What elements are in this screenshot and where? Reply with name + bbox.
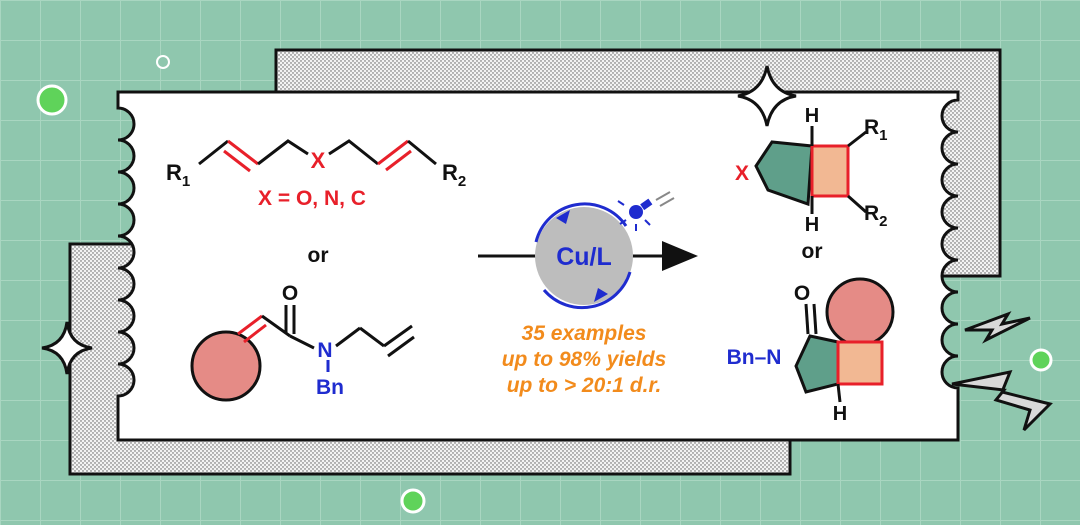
lactam-product	[794, 277, 895, 403]
or-label-right: or	[802, 240, 823, 263]
cycle-arrowhead	[594, 288, 608, 302]
product-r1: R1	[864, 116, 888, 144]
cycle-arrowhead	[556, 210, 570, 224]
substituent-r2: R2	[442, 160, 466, 190]
acrylamide-substrate	[190, 305, 415, 402]
sparkle-icon	[41, 321, 93, 375]
green-dot	[36, 84, 68, 116]
conditions-examples: 35 examples	[522, 322, 647, 345]
diene-substrate	[198, 139, 437, 173]
lightning-bolt-icon	[964, 311, 1031, 344]
sparkle-icon	[737, 65, 797, 127]
conditions-yields: up to 98% yields	[502, 348, 667, 371]
catalyst-label: Cu/L	[556, 243, 612, 271]
product-r2: R2	[864, 202, 888, 230]
substituent-r1: R1	[166, 160, 190, 190]
green-dot	[1029, 348, 1053, 372]
cycle-arc-top	[534, 202, 628, 243]
bridgehead-h-bottom: H	[805, 214, 819, 236]
green-dot	[400, 488, 426, 514]
lightning-bolt-icon	[951, 369, 1053, 432]
lactam-benzyl-nitrogen: Bn–N	[727, 346, 782, 369]
lactam-oxygen: O	[794, 282, 810, 305]
carbonyl-oxygen: O	[282, 282, 298, 305]
benzyl-group: Bn	[316, 376, 344, 399]
heteroatom-x: X	[311, 148, 326, 173]
conditions-dr: up to > 20:1 d.r.	[507, 374, 662, 397]
x-definition: X = O, N, C	[258, 187, 366, 210]
amide-nitrogen: N	[317, 339, 332, 362]
catalyst-circle	[535, 207, 633, 305]
cycle-arc-bottom	[542, 271, 632, 310]
product-heteroatom-x: X	[735, 162, 749, 185]
light-bulb-icon	[617, 191, 675, 231]
small-dot	[156, 55, 170, 69]
lactam-bridgehead-h: H	[833, 403, 847, 425]
or-label-left: or	[308, 244, 329, 267]
bridgehead-h-top: H	[805, 105, 819, 127]
bicyclic-product	[754, 126, 867, 214]
